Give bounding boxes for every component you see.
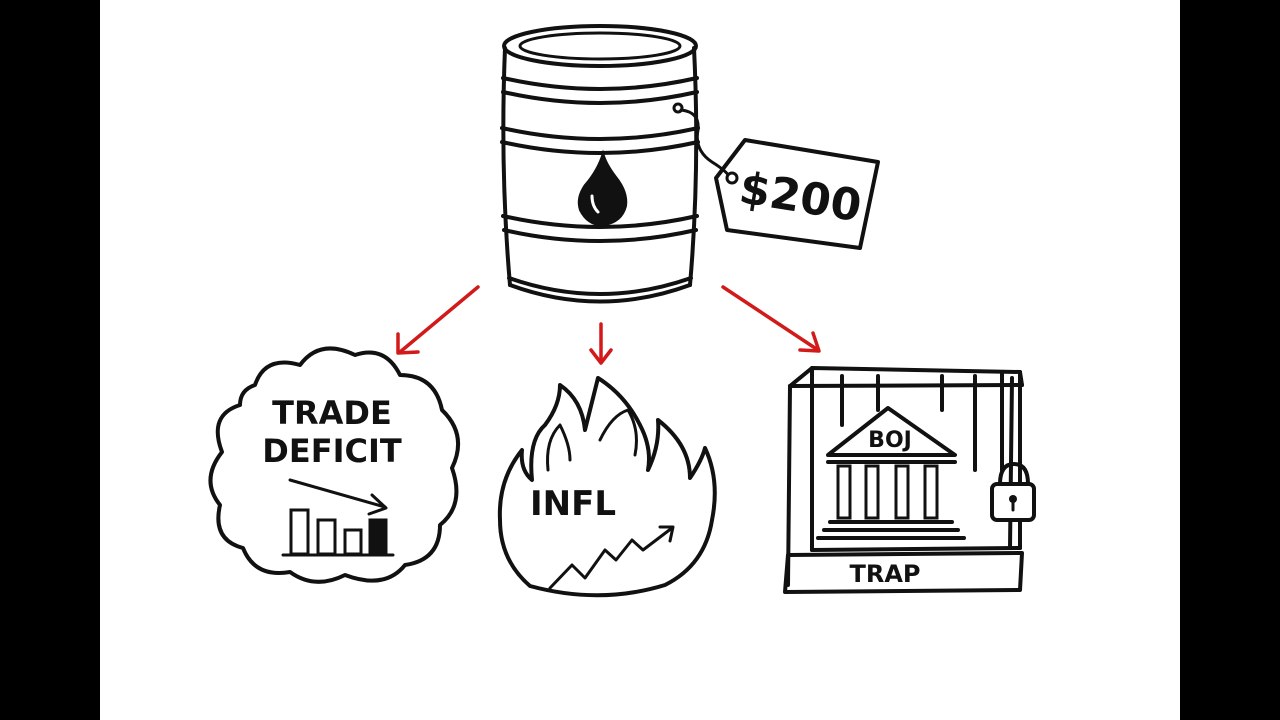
oil-drop-icon [577,149,628,227]
letterbox-right [1180,0,1280,720]
oil-barrel-icon [500,24,700,304]
cage-lock-icon: TRAP BOJ [783,366,1036,594]
trade-deficit-line1: TRADE [272,394,392,432]
flame-icon: INFL [497,376,717,598]
trade-deficit-cloud: TRADE DEFICIT [208,346,460,584]
price-tag-label: $200 [736,163,865,233]
diagram-svg: $200 TRADE DEFICIT INFL [208,24,1036,598]
letterbox-left [0,0,100,720]
arrow-to-inflation [589,322,613,365]
bar-chart-down-icon [281,508,395,557]
arrow-to-trap [721,285,821,353]
inflation-label: INFL [530,484,616,524]
boj-building-icon: BOJ [816,406,966,540]
price-tag: $200 [672,102,880,250]
trap-label: TRAP [849,560,920,588]
boj-label: BOJ [868,428,912,453]
arrow-to-trade-deficit [396,285,480,355]
diagram-canvas: $200 TRADE DEFICIT INFL [100,0,1180,720]
padlock-icon [990,462,1036,522]
trade-deficit-line2: DEFICIT [262,432,402,470]
